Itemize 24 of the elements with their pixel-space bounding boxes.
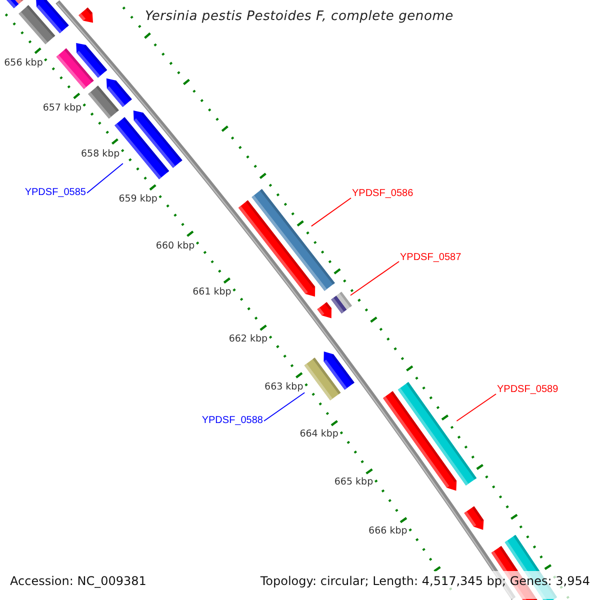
scale-label: 666 kbp bbox=[368, 525, 408, 536]
gene-label: YPDSF_0589 bbox=[497, 384, 558, 396]
scale-label: 662 kbp bbox=[228, 334, 268, 345]
leader-line bbox=[456, 394, 496, 422]
scale-label: 659 kbp bbox=[118, 194, 158, 205]
scale-label: 661 kbp bbox=[192, 286, 232, 298]
scale-label: 656 kbp bbox=[4, 58, 43, 69]
gene-label: YPDSF_0586 bbox=[352, 188, 414, 200]
gene-bar bbox=[398, 382, 477, 486]
leader-line bbox=[264, 392, 306, 422]
gene-label: YPDSF_0585 bbox=[24, 187, 86, 199]
gene-label: YPDSF_0588 bbox=[202, 415, 263, 427]
leader-line bbox=[350, 261, 400, 296]
scale-label: 657 kbp bbox=[42, 102, 82, 114]
gene-bar bbox=[252, 189, 335, 291]
scale-label: 665 kbp bbox=[334, 476, 374, 488]
leader-line bbox=[310, 198, 352, 227]
scale-label: 664 kbp bbox=[300, 428, 338, 440]
map-title: Yersinia pestis Pestoides F, complete genome bbox=[145, 9, 454, 25]
gene-label: YPDSF_0587 bbox=[400, 252, 462, 264]
gene-bar bbox=[331, 292, 352, 314]
scale-label: 658 kbp bbox=[81, 148, 120, 160]
scale-label: 660 kbp bbox=[156, 240, 195, 252]
gene-bar bbox=[304, 358, 341, 400]
